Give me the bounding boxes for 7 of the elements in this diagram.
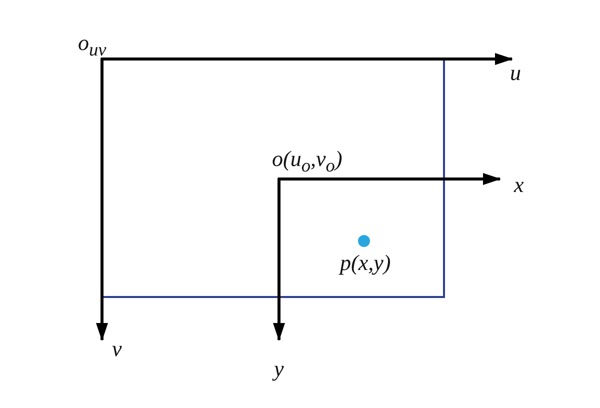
axis-label: x xyxy=(514,174,524,196)
axis-label: y xyxy=(274,358,284,380)
origin-label: o(u$_{o}$,v$_{o}$) xyxy=(272,148,342,175)
origin-label: o$_{uv}$ xyxy=(78,32,106,59)
point-label: p(x,y) xyxy=(340,252,391,274)
axis-label: u xyxy=(510,62,521,84)
axis-label: v xyxy=(112,338,122,360)
